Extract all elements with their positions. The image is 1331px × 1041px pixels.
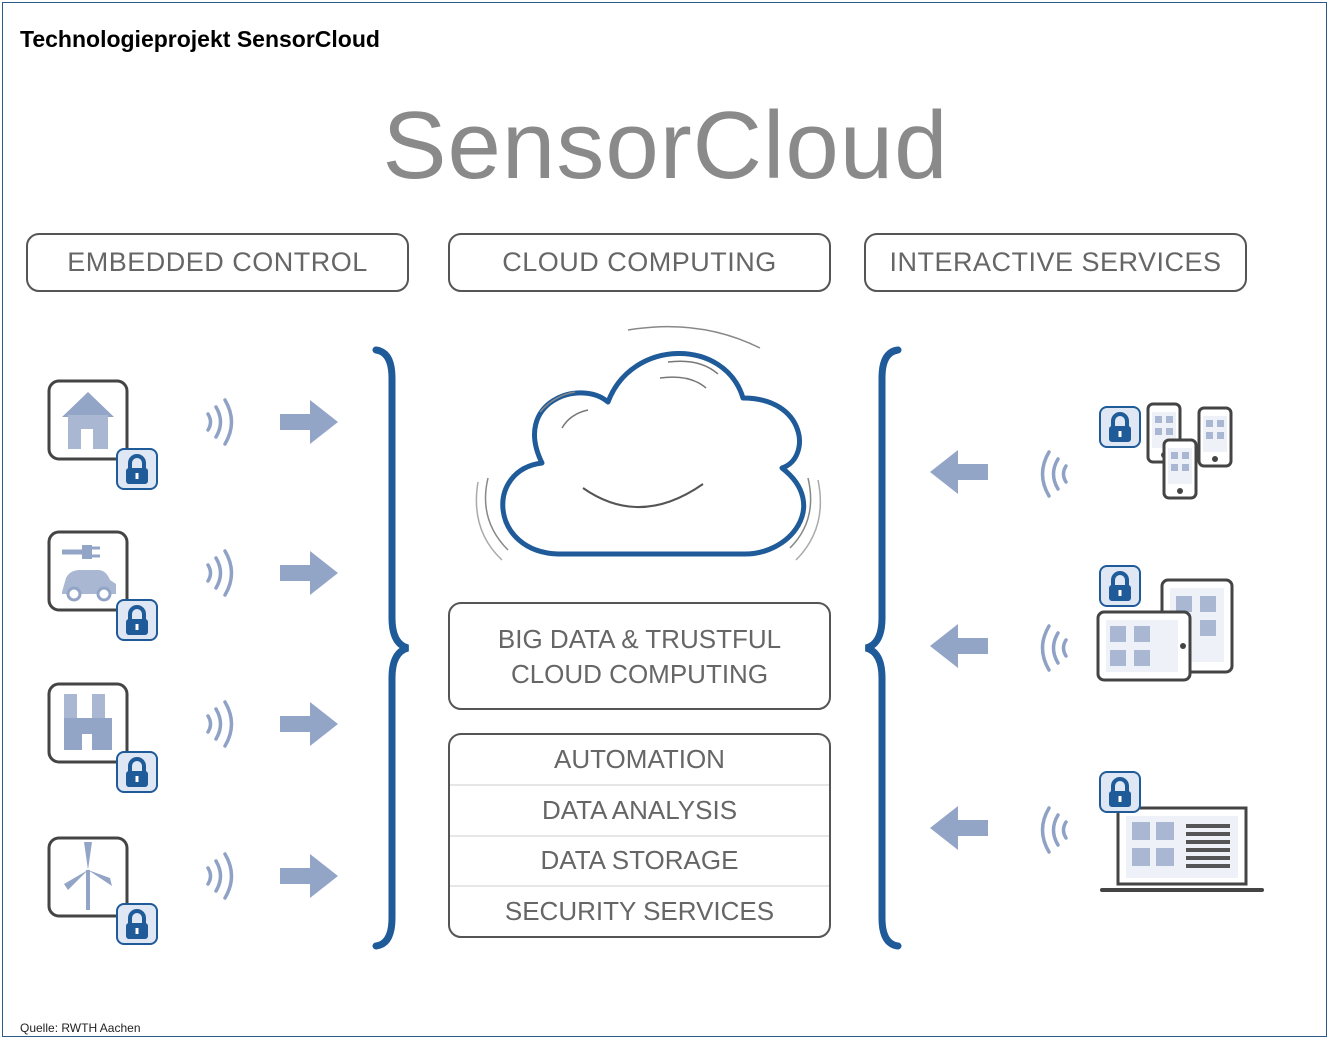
signal-waves-icon xyxy=(206,852,234,900)
factory-icon xyxy=(47,682,129,764)
arrow-right-icon xyxy=(280,854,338,898)
tablet-icon xyxy=(1096,578,1234,682)
cloud-icon xyxy=(475,325,822,561)
wind-turbine-icon xyxy=(47,836,129,918)
sensorcloud-logo-text: SensorCloud xyxy=(382,92,949,199)
layer-data-storage: DATA STORAGE xyxy=(450,834,829,886)
signal-waves-icon xyxy=(1040,450,1068,498)
arrow-right-icon xyxy=(280,702,338,746)
arrow-right-icon xyxy=(280,551,338,595)
arrow-right-icon xyxy=(280,400,338,444)
cloud-computing-label: CLOUD COMPUTING xyxy=(448,233,831,292)
lock-icon xyxy=(115,447,159,491)
electric-car-icon xyxy=(47,530,129,612)
lock-icon xyxy=(115,598,159,642)
arrow-left-icon xyxy=(930,806,988,850)
arrow-left-icon xyxy=(930,624,988,668)
lock-icon xyxy=(1098,405,1142,449)
signal-waves-icon xyxy=(1040,806,1068,854)
figure-title: Technologieprojekt SensorCloud xyxy=(20,26,380,52)
smartphones-icon xyxy=(1146,402,1233,500)
big-data-box: BIG DATA & TRUSTFUL CLOUD COMPUTING xyxy=(448,602,831,710)
big-data-line-1: BIG DATA & TRUSTFUL xyxy=(497,624,782,654)
lock-icon xyxy=(1098,564,1142,608)
signal-waves-icon xyxy=(206,549,234,597)
lock-icon xyxy=(115,750,159,794)
signal-waves-icon xyxy=(206,398,234,446)
signal-waves-icon xyxy=(206,700,234,748)
laptop-icon xyxy=(1100,806,1264,892)
interactive-services-label: INTERACTIVE SERVICES xyxy=(864,233,1247,292)
house-icon xyxy=(47,379,129,461)
arrow-left-icon xyxy=(930,450,988,494)
embedded-control-label: EMBEDDED CONTROL xyxy=(26,233,409,292)
service-layer-stack: AUTOMATION DATA ANALYSIS DATA STORAGE SE… xyxy=(448,733,831,938)
signal-waves-icon xyxy=(1040,624,1068,672)
layer-data-analysis: DATA ANALYSIS xyxy=(450,783,829,835)
source-caption: Quelle: RWTH Aachen xyxy=(20,1021,141,1035)
right-brace xyxy=(864,346,902,950)
layer-automation: AUTOMATION xyxy=(554,743,725,774)
left-brace xyxy=(372,346,410,950)
big-data-line-2: CLOUD COMPUTING xyxy=(510,659,769,689)
lock-icon xyxy=(1098,770,1142,814)
lock-icon xyxy=(115,902,159,946)
layer-security-services: SECURITY SERVICES xyxy=(450,885,829,936)
